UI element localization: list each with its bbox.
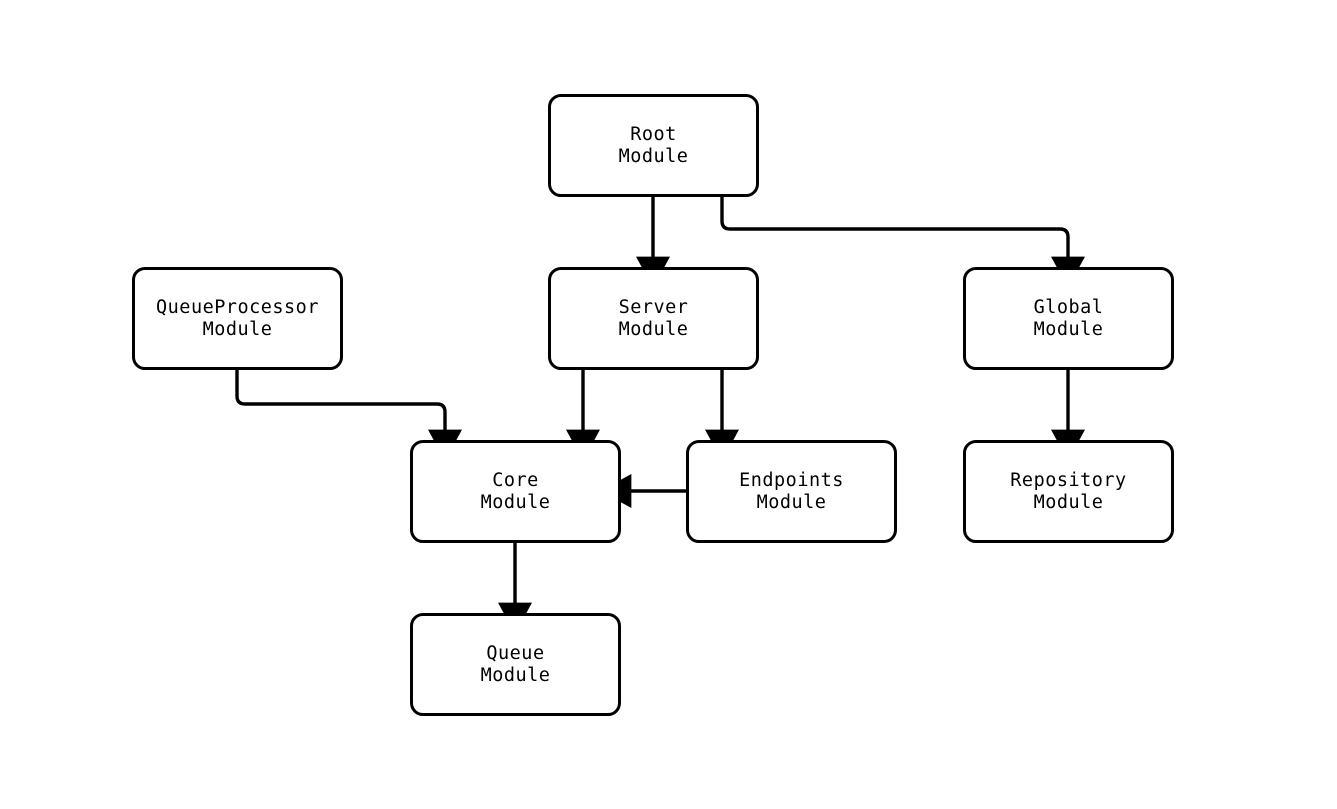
node-label-primary: Global [1033,296,1104,318]
edge-queueprocessor-to-core [235,370,462,461]
node-label-secondary: Module [480,664,551,686]
node-label-primary: Core [492,469,539,491]
node-label-primary: Repository [1010,469,1127,491]
node-label-secondary: Module [618,318,689,340]
node-label-primary: QueueProcessor [156,296,319,318]
node-label-primary: Server [618,296,689,318]
node-label-secondary: Module [756,491,827,513]
node-label-secondary: Module [618,145,689,167]
node-label-secondary: Module [1033,318,1104,340]
node-label-primary: Root [630,123,677,145]
node-label-secondary: Module [480,491,551,513]
node-label-primary: Endpoints [739,469,844,491]
node-label-secondary: Module [1033,491,1104,513]
edge-root-to-global [720,197,1085,288]
node-label-secondary: Module [202,318,273,340]
node-label-primary: Queue [486,642,545,664]
